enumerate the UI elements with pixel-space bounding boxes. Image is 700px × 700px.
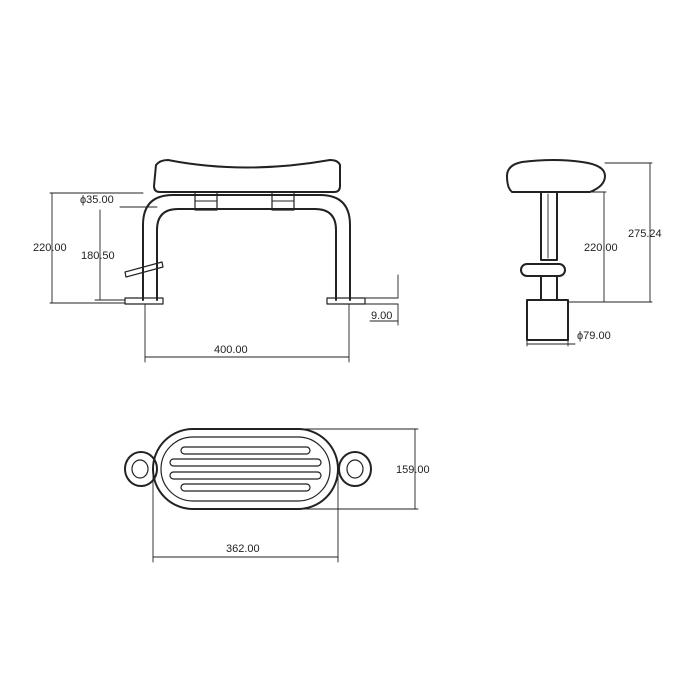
front-seat-cushion	[153, 159, 341, 193]
side-base	[526, 299, 569, 341]
top-seat-outer	[152, 428, 339, 510]
dim-front-plate-thickness: 9.00	[371, 310, 392, 322]
top-loop-left-outer	[124, 451, 158, 487]
front-tube-inner	[156, 208, 337, 301]
dim-top-depth: 159.00	[396, 464, 430, 476]
top-loop-left-inner	[131, 459, 149, 479]
top-slot-2	[169, 458, 322, 467]
top-loop-right-inner	[346, 459, 364, 479]
dim-front-width: 400.00	[214, 344, 248, 356]
front-view: 220.00 180.50 ϕ35.00 9.00 400.00	[33, 159, 399, 363]
front-plate-left	[124, 297, 164, 305]
dim-side-height: 220.00	[584, 242, 618, 254]
front-peg	[124, 261, 164, 278]
side-flange	[520, 263, 566, 277]
front-plate-right	[326, 297, 366, 305]
top-slot-1	[180, 446, 311, 455]
top-slot-4	[180, 483, 311, 492]
dim-side-base-dia: ϕ79.00	[577, 330, 611, 342]
side-view: 275.24 220.00 ϕ79.00	[506, 159, 662, 347]
dim-side-overall-height: 275.24	[628, 228, 662, 240]
dim-front-tube-dia: ϕ35.00	[80, 194, 114, 206]
top-loop-right-outer	[338, 451, 372, 487]
top-seat-inner	[160, 436, 331, 502]
side-seat-cushion	[506, 159, 606, 193]
dim-front-total-height: 220.00	[33, 242, 67, 254]
dim-front-pipe-height: 180.50	[81, 250, 115, 262]
side-lower-post	[540, 275, 558, 301]
side-post	[540, 191, 558, 261]
dim-top-length: 362.00	[226, 543, 260, 555]
front-tube-outer	[142, 194, 351, 301]
top-view: 159.00 362.00	[124, 428, 430, 563]
top-slot-3	[169, 471, 322, 480]
